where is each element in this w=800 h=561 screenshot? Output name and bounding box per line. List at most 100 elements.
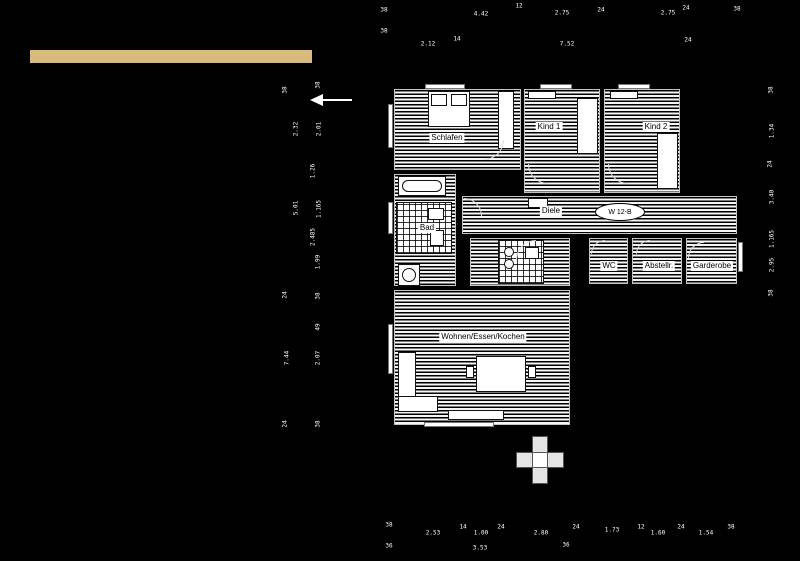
- dimension-label: 38: [314, 292, 322, 300]
- unit-label: W 12-B: [608, 208, 632, 216]
- dimension-label: 3.53: [472, 544, 488, 552]
- dimension-label: 24: [684, 36, 692, 44]
- room-label-abstellraum: Abstellr.: [642, 261, 676, 271]
- dimension-label: 38: [314, 420, 322, 428]
- dimension-label: 2.75: [660, 9, 676, 17]
- dimension-label: 1.00: [473, 529, 489, 537]
- room-label-diele: Diele: [539, 206, 563, 216]
- dining-table: [476, 356, 526, 392]
- chair: [528, 366, 536, 378]
- dimension-label: 1.54: [698, 529, 714, 537]
- dimension-label: 2.75: [554, 9, 570, 17]
- dimension-label: 1.26: [309, 163, 317, 179]
- hall-cabinet: [528, 198, 548, 208]
- cross-center: [532, 452, 548, 468]
- dimension-label: 38: [314, 81, 322, 89]
- dimension-label: 2.53: [425, 529, 441, 537]
- window: [424, 422, 494, 427]
- dimension-label: 38: [380, 27, 388, 35]
- dimension-label: 49: [314, 323, 322, 331]
- bed-single: [657, 133, 678, 189]
- dimension-label: 1.99: [314, 254, 322, 270]
- dimension-label: 38: [281, 86, 289, 94]
- dimension-label: 2.32: [292, 121, 300, 137]
- crane-cross-icon: [516, 436, 564, 484]
- shelf: [528, 91, 556, 99]
- floor-plan: Schlafen Kind 1 Kind 2 Diele Bad WC Abst…: [388, 84, 744, 430]
- stove-burner: [504, 247, 514, 257]
- pillow: [431, 94, 447, 106]
- sink: [428, 208, 444, 220]
- dimension-label: 24: [572, 523, 580, 531]
- dimension-label: 14: [453, 35, 461, 43]
- dimension-label: 38: [767, 289, 775, 297]
- dimension-label: 24: [766, 160, 774, 168]
- dimension-label: 36: [562, 541, 570, 549]
- room-label-bad: Bad: [417, 223, 437, 233]
- dimension-label: 7.44: [283, 350, 291, 366]
- washer-drum: [402, 268, 416, 282]
- dimension-label: 24: [281, 420, 289, 428]
- bed-double: [428, 91, 470, 127]
- room-label-kind1: Kind 1: [535, 122, 563, 132]
- dimension-label: 1.165: [315, 199, 323, 219]
- room-label-wohnen: Wohnen/Essen/Kochen: [439, 332, 527, 342]
- room-label-schlafen: Schlafen: [429, 133, 465, 143]
- stove-burner: [504, 259, 514, 269]
- dimension-label: 24: [597, 6, 605, 14]
- dimension-label: 24: [682, 4, 690, 12]
- toilet: [430, 230, 444, 246]
- dimension-label: 4.42: [473, 10, 489, 18]
- dimension-label: 2.07: [314, 350, 322, 366]
- title-highlight-bar: [30, 50, 312, 63]
- dimension-label: 38: [767, 86, 775, 94]
- dimension-label: 2.80: [533, 529, 549, 537]
- washing-machine: [398, 264, 420, 286]
- dimension-label: 24: [497, 523, 505, 531]
- wardrobe: [498, 91, 514, 149]
- dimension-label: 38: [733, 5, 741, 13]
- entrance-arrow-icon: [310, 92, 354, 108]
- dimension-label: 2.01: [315, 121, 323, 137]
- dimension-label: 36: [385, 542, 393, 550]
- dimension-label: 2.485: [309, 227, 317, 247]
- dimension-label: 24: [677, 523, 685, 531]
- dimension-label: 38: [385, 521, 393, 529]
- bed-single: [577, 98, 598, 154]
- room-label-wc: WC: [600, 261, 618, 271]
- pillow: [451, 94, 467, 106]
- shelf: [610, 91, 638, 99]
- door-arc: [636, 240, 650, 254]
- dimension-label: 1.34: [768, 123, 776, 139]
- dimension-label: 38: [727, 523, 735, 531]
- dimension-label: 5.01: [292, 200, 300, 216]
- dimension-label: 1.73: [604, 526, 620, 534]
- window: [388, 324, 393, 374]
- dimension-label: 2.95: [768, 257, 776, 273]
- dimension-label: 24: [281, 291, 289, 299]
- window: [388, 202, 393, 234]
- window: [388, 104, 393, 148]
- dimension-label: 3.40: [768, 189, 776, 205]
- window: [738, 242, 743, 272]
- room-label-garderobe: Garderobe: [690, 261, 734, 271]
- window: [425, 84, 465, 89]
- door-arc: [591, 240, 605, 254]
- bathtub-basin: [402, 180, 442, 192]
- dimension-label: 38: [380, 6, 388, 14]
- window: [540, 84, 572, 89]
- chair: [466, 366, 474, 378]
- dimension-label: 12: [637, 523, 645, 531]
- sofa: [398, 396, 438, 412]
- dimension-label: 7.52: [559, 40, 575, 48]
- dimension-label: 2.12: [420, 40, 436, 48]
- unit-badge: W 12-B: [595, 203, 645, 221]
- dimension-label: 1.165: [768, 229, 776, 249]
- dimension-label: 1.60: [650, 529, 666, 537]
- window: [618, 84, 650, 89]
- bathtub: [398, 176, 446, 196]
- room-label-kind2: Kind 2: [642, 122, 670, 132]
- sideboard: [448, 410, 504, 420]
- dimension-label: 14: [459, 523, 467, 531]
